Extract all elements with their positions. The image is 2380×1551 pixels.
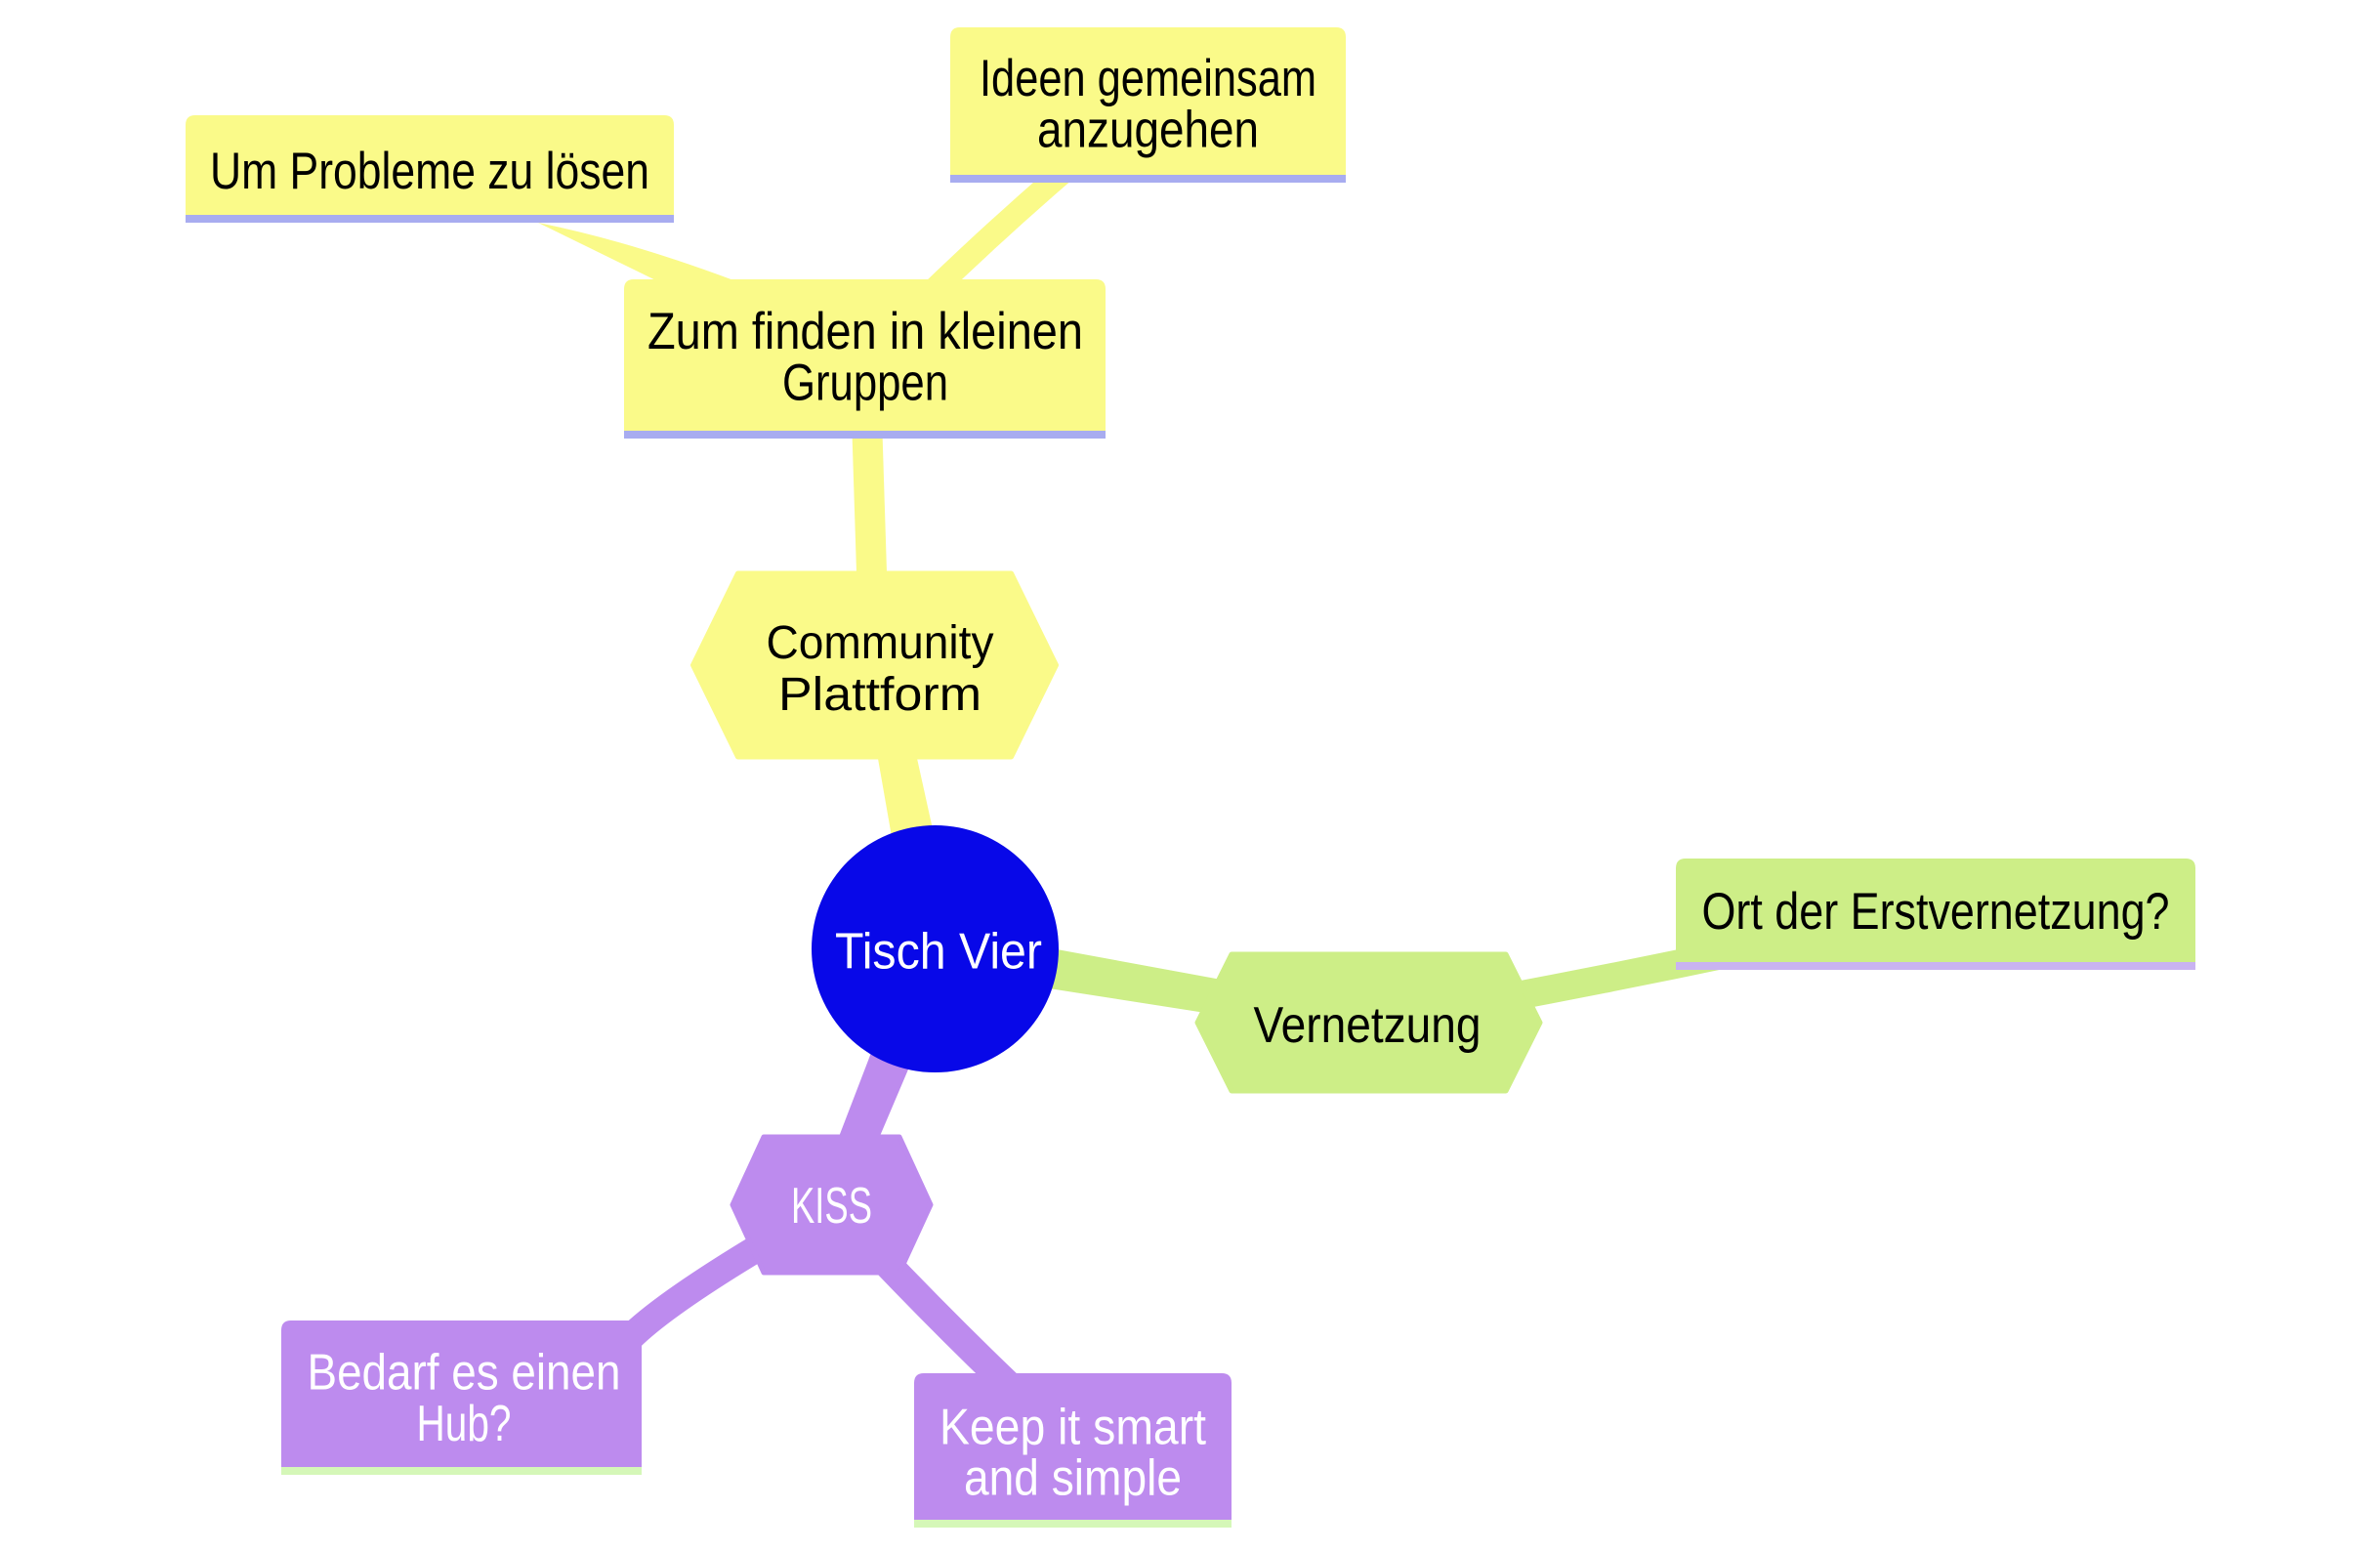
svg-text:Keep it smart: Keep it smart <box>939 1400 1206 1456</box>
svg-text:Ideen gemeinsam: Ideen gemeinsam <box>980 50 1316 107</box>
svg-text:Community: Community <box>767 617 994 669</box>
svg-text:anzugehen: anzugehen <box>1037 102 1259 159</box>
svg-text:Ort der Erstvernetzung?: Ort der Erstvernetzung? <box>1702 883 2170 941</box>
svg-text:Um Probleme zu lösen: Um Probleme zu lösen <box>210 143 649 200</box>
svg-text:Hub?: Hub? <box>417 1396 512 1452</box>
svg-text:Zum finden in kleinen: Zum finden in kleinen <box>647 303 1083 360</box>
svg-text:Bedarf es einen: Bedarf es einen <box>308 1345 621 1402</box>
svg-text:Tisch Vier: Tisch Vier <box>835 924 1042 981</box>
svg-text:and simple: and simple <box>964 1450 1182 1507</box>
svg-text:KISS: KISS <box>791 1178 872 1235</box>
svg-text:Vernetzung: Vernetzung <box>1254 997 1482 1054</box>
svg-text:Plattform: Plattform <box>778 669 981 721</box>
svg-text:Gruppen: Gruppen <box>782 355 948 412</box>
